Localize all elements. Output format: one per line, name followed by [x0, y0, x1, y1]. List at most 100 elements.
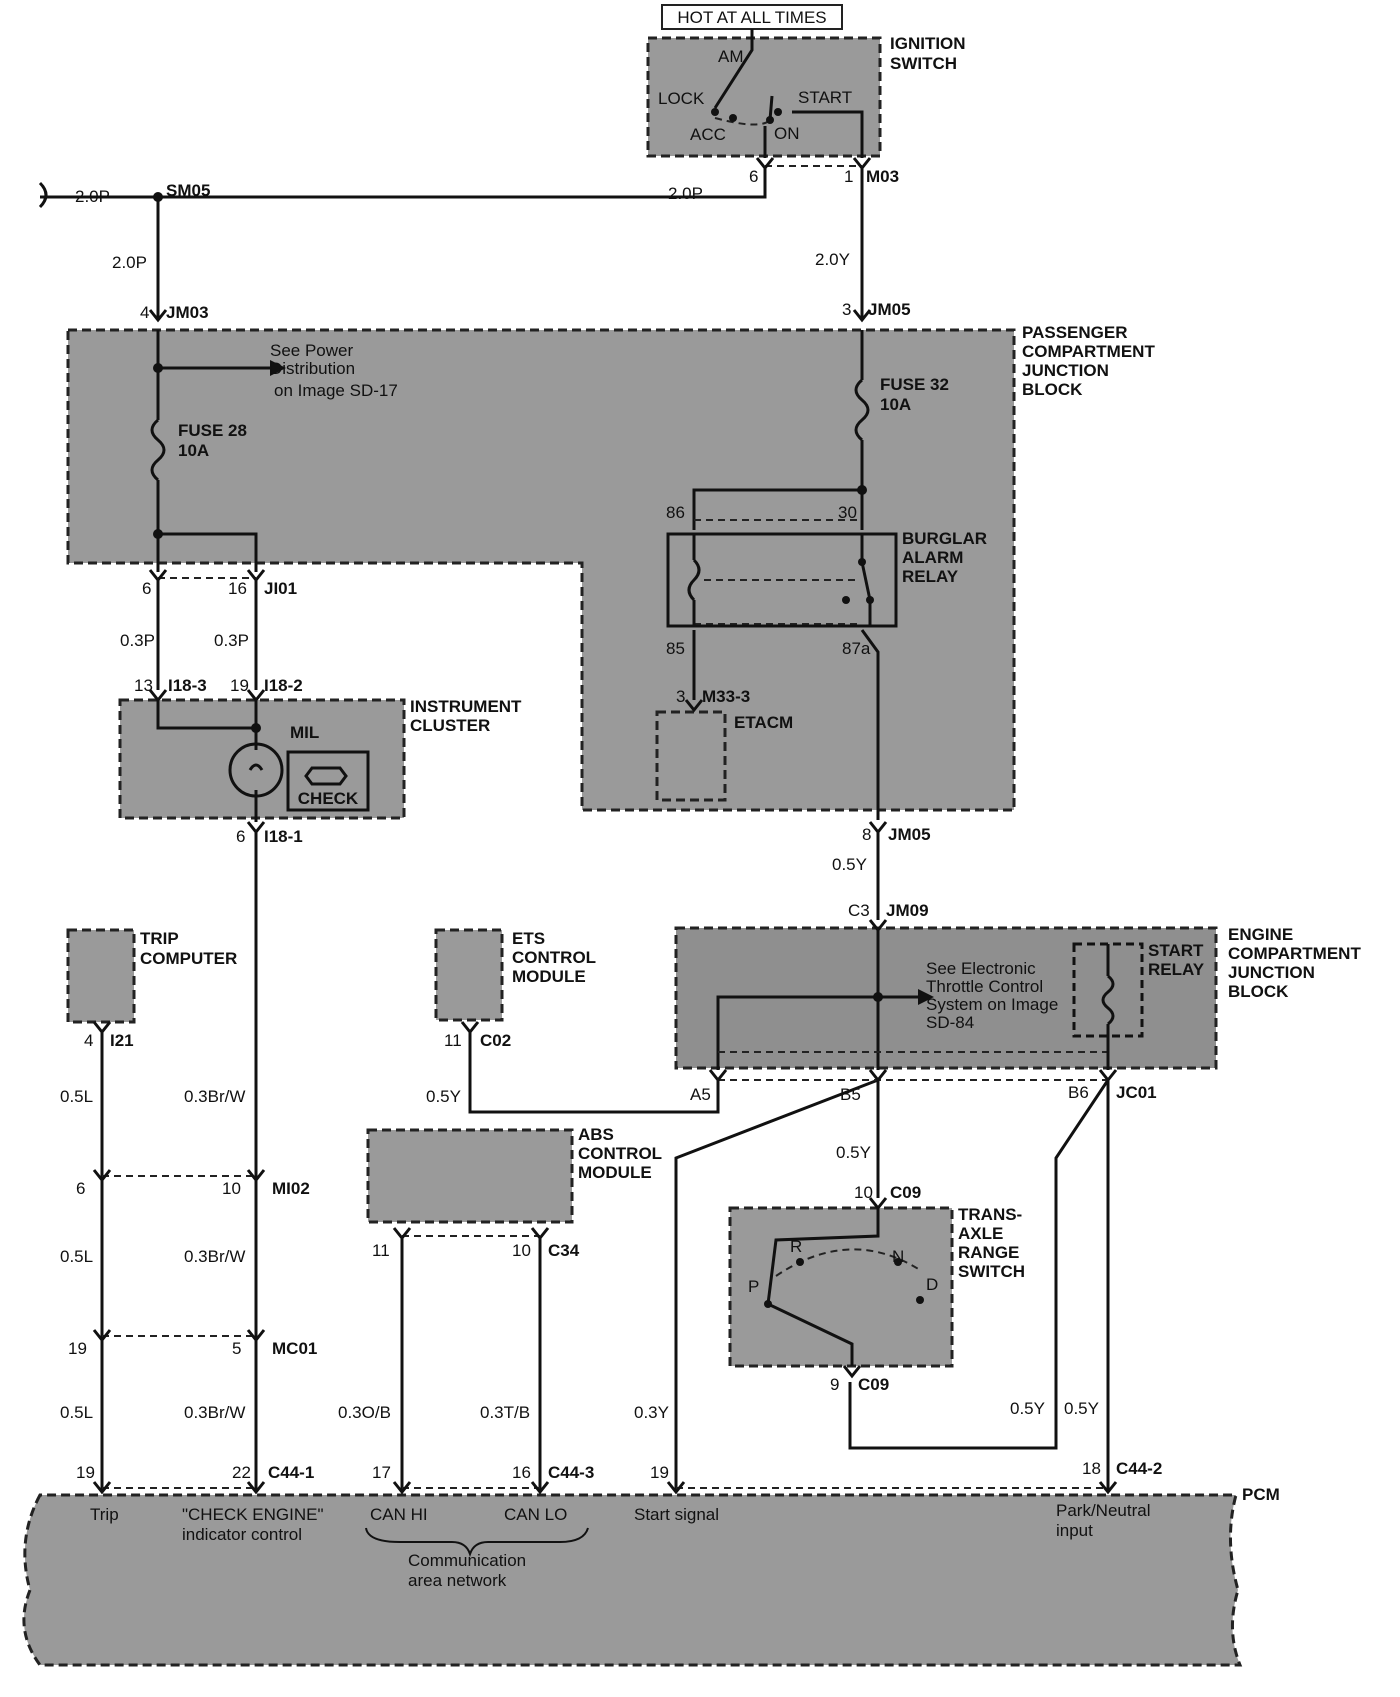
wire-label: 0.3P [214, 631, 249, 650]
start-relay-2: RELAY [1148, 960, 1205, 979]
etacm-label: ETACM [734, 713, 793, 732]
trs-P: P [748, 1277, 759, 1296]
check-engine-icon [286, 750, 370, 812]
trans-range-switch: 10 C09 P R N D TRANS- AXLE RANGE SWITCH … [748, 1183, 1025, 1394]
connector-dashes [102, 165, 1108, 1489]
cluster-c3: I18-1 [264, 827, 303, 846]
pcjb-out-pin: 8 [862, 825, 871, 844]
abs-title-2: CONTROL [578, 1144, 662, 1163]
pcjb-jm03: JM03 [166, 303, 209, 322]
cluster-c2: I18-2 [264, 676, 303, 695]
ets-pin: 11 [444, 1031, 462, 1050]
arrow-see-power [270, 360, 286, 376]
wire-label: 2.0P [668, 184, 703, 203]
arrow-see-etc [918, 989, 934, 1005]
ign-title1: IGNITION [890, 34, 966, 53]
cluster-title-2: CLUSTER [410, 716, 490, 735]
ets-title-2: CONTROL [512, 948, 596, 967]
wire-label: 0.3Y [634, 1403, 669, 1422]
see-power-3: on Image SD-17 [274, 381, 398, 400]
pcm-trip: Trip [90, 1505, 119, 1524]
mc01-p19: 19 [68, 1339, 87, 1358]
trip-pin: 4 [84, 1031, 93, 1050]
junction-dots [153, 192, 883, 1002]
ignition-switch: HOT AT ALL TIMES AM LOCK START ACC ON IG… [658, 4, 966, 186]
pcjb-title-3: JUNCTION [1022, 361, 1109, 380]
wire-label: 0.5L [60, 1403, 93, 1422]
abs-title-1: ABS [578, 1125, 614, 1144]
see-power-2: Distribution [270, 359, 355, 378]
ign-start: START [798, 88, 852, 107]
pcm-p19b: 19 [650, 1463, 669, 1482]
mc01-p5: 5 [232, 1339, 241, 1358]
pcm-check-engine: "CHECK ENGINE" [182, 1505, 323, 1524]
pcjb-out-conn: JM05 [888, 825, 931, 844]
trs-p9: 9 [830, 1375, 839, 1394]
ecjb-title-4: BLOCK [1228, 982, 1289, 1001]
abs-conn: C34 [548, 1241, 580, 1260]
wire-label: 0.3Br/W [184, 1087, 245, 1106]
ign-acc: ACC [690, 125, 726, 144]
pcm-p22: 22 [232, 1463, 251, 1482]
etacm-conn: M33-3 [702, 687, 750, 706]
trip-computer-block [66, 928, 136, 1024]
pcjb-pin16: 16 [228, 579, 247, 598]
hot-at-all-times-box [661, 4, 843, 30]
trs-title-4: SWITCH [958, 1262, 1025, 1281]
trs-c-top: C09 [890, 1183, 921, 1202]
see-etc-2: Throttle Control [926, 977, 1043, 996]
trs-title-2: AXLE [958, 1224, 1003, 1243]
fuse32-1: FUSE 32 [880, 375, 949, 394]
trs-N: N [892, 1247, 904, 1266]
relay-86: 86 [666, 503, 685, 522]
ecjb-jc01: JC01 [1116, 1083, 1157, 1102]
cluster-c1: I18-3 [168, 676, 207, 695]
see-etc-4: SD-84 [926, 1013, 974, 1032]
check-label: CHECK [298, 789, 359, 808]
relay-87a: 87a [842, 639, 871, 658]
abs-p10: 10 [512, 1241, 531, 1260]
fuse32-2: 10A [880, 395, 911, 414]
passenger-junction-labels: 4 JM03 3 JM05 PASSENGER COMPARTMENT JUNC… [140, 300, 1155, 844]
cluster-p6: 6 [236, 827, 245, 846]
see-etc-3: System on Image [926, 995, 1058, 1014]
pcm-indicator: indicator control [182, 1525, 302, 1544]
etacm-pin: 3 [676, 687, 685, 706]
mi02-p10: 10 [222, 1179, 241, 1198]
pcm-comm1: Communication [408, 1551, 526, 1570]
pcm-c2: C44-2 [1116, 1459, 1162, 1478]
wire-label: 2.0Y [815, 250, 850, 269]
mi02-conn: MI02 [272, 1179, 310, 1198]
pcm-p19a: 19 [76, 1463, 95, 1482]
relay-85: 85 [666, 639, 685, 658]
abs-title-3: MODULE [578, 1163, 652, 1182]
pcm-start-signal: Start signal [634, 1505, 719, 1524]
can-brace [365, 1527, 589, 1558]
ecjb-a5: A5 [690, 1085, 711, 1104]
abs-module-block [366, 1128, 574, 1224]
ecjb-b5: B5 [840, 1085, 861, 1104]
relay-30: 30 [838, 503, 857, 522]
wire-label: 2.0P [75, 187, 110, 206]
pcjb-jm05: JM05 [868, 300, 911, 319]
pcm-can-hi: CAN HI [370, 1505, 428, 1524]
relay-title-1: BURGLAR [902, 529, 987, 548]
pcjb-title-4: BLOCK [1022, 380, 1083, 399]
see-etc-1: See Electronic [926, 959, 1036, 978]
pcm-park2: input [1056, 1521, 1093, 1540]
ets-module-block [434, 928, 504, 1022]
wire-label: 0.5Y [832, 855, 867, 874]
mi02-p6: 6 [76, 1179, 85, 1198]
ets-title-1: ETS [512, 929, 545, 948]
wire-label: 0.3Br/W [184, 1247, 245, 1266]
pcm-c3: C44-3 [548, 1463, 594, 1482]
pcjb-pin-jm05: 3 [842, 300, 851, 319]
ign-title2: SWITCH [890, 54, 957, 73]
wire-label: 0.3P [120, 631, 155, 650]
ecjb-title-3: JUNCTION [1228, 963, 1315, 982]
wires [38, 166, 1110, 1490]
start-relay-1: START [1148, 941, 1204, 960]
ign-conn: M03 [866, 167, 899, 186]
engine-junction: C3 JM09 See Electronic Throttle Control … [690, 901, 1361, 1104]
wire-label: 0.5L [60, 1247, 93, 1266]
